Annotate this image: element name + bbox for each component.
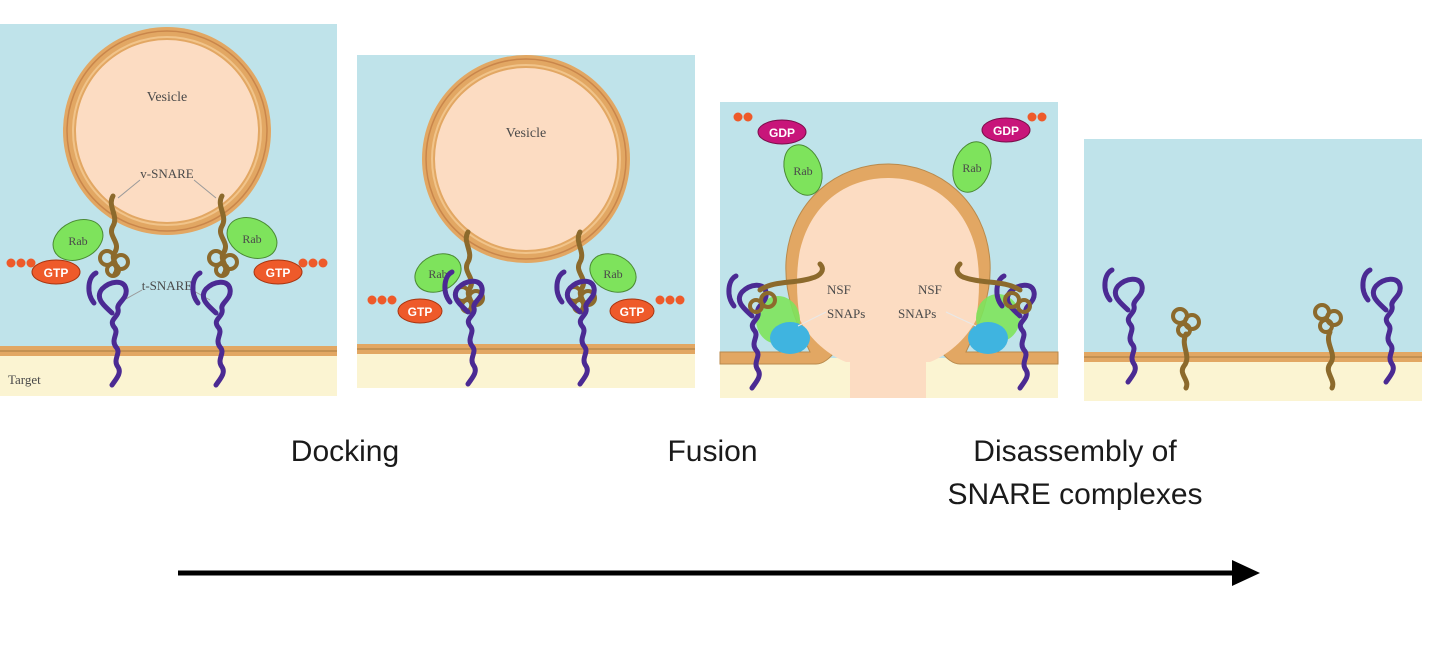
vesicle-label: Vesicle	[506, 126, 546, 141]
panel-4-v-snare-right	[1313, 303, 1343, 391]
panel-1-target-lumen	[0, 350, 337, 396]
rab-label: Rab	[603, 267, 622, 281]
panel-3-nsf-snaps-left	[729, 261, 825, 388]
caption-fusion: Fusion	[667, 435, 758, 468]
vesicle-label: Vesicle	[147, 90, 187, 105]
panel-2-rab-right: Rab GTP	[589, 253, 685, 324]
panel-2-docking: Vesicle Rab GTP Rab GTP	[357, 55, 695, 388]
gtp-label: GTP	[266, 266, 291, 280]
panel-1-docking-start: Target Vesicle v-SNARE Rab GTP Rab GTP	[0, 24, 337, 396]
panel-1-rab-left: Rab GTP	[6, 219, 104, 285]
rab-label: Rab	[68, 234, 87, 248]
gdp-label: GDP	[993, 124, 1019, 138]
panel-3-rab-right: GDP Rab	[952, 112, 1047, 193]
process-arrow	[178, 560, 1260, 586]
nsf-label-left: NSF	[827, 282, 851, 297]
rab-label: Rab	[962, 161, 981, 175]
gtp-label: GTP	[408, 305, 433, 319]
rab-label: Rab	[793, 164, 812, 178]
snaps-label-right: SNAPs	[898, 306, 936, 321]
panel-3-nsf-snaps-right	[954, 261, 1034, 388]
panel-1-rab-right: Rab GTP	[226, 217, 328, 285]
nsf-label-right: NSF	[918, 282, 942, 297]
panel-2-rab-left: Rab GTP	[367, 253, 462, 324]
caption-disassembly-line-2: SNARE complexes	[947, 478, 1203, 511]
panel-4-disassembly	[1084, 139, 1422, 401]
gtp-label: GTP	[44, 266, 69, 280]
panel-1-vesicle: Vesicle v-SNARE	[63, 27, 271, 235]
panel-3-fusing-vesicle	[719, 163, 1059, 398]
gdp-label: GDP	[769, 126, 795, 140]
gtp-label: GTP	[620, 305, 645, 319]
caption-disassembly-line-1: Disassembly of	[973, 435, 1177, 468]
rab-label: Rab	[242, 232, 261, 246]
target-label: Target	[8, 372, 41, 387]
panel-4-target-lumen	[1084, 360, 1422, 401]
caption-disassembly: Disassembly of SNARE complexes	[915, 430, 1235, 516]
panel-2-vesicle: Vesicle	[422, 55, 630, 263]
panel-3-fusion: GDP Rab GDP Rab NSF SNAPs	[719, 102, 1059, 398]
t-snare-label: t-SNARE	[142, 278, 193, 293]
caption-docking: Docking	[290, 435, 400, 468]
snaps-label-left: SNAPs	[827, 306, 865, 321]
v-snare-label: v-SNARE	[140, 166, 194, 181]
panel-4-v-snare-left	[1171, 307, 1201, 391]
panel-3-rab-left: GDP Rab	[733, 112, 823, 196]
panel-2-target-lumen	[357, 348, 695, 388]
rab-label: Rab	[428, 267, 447, 281]
